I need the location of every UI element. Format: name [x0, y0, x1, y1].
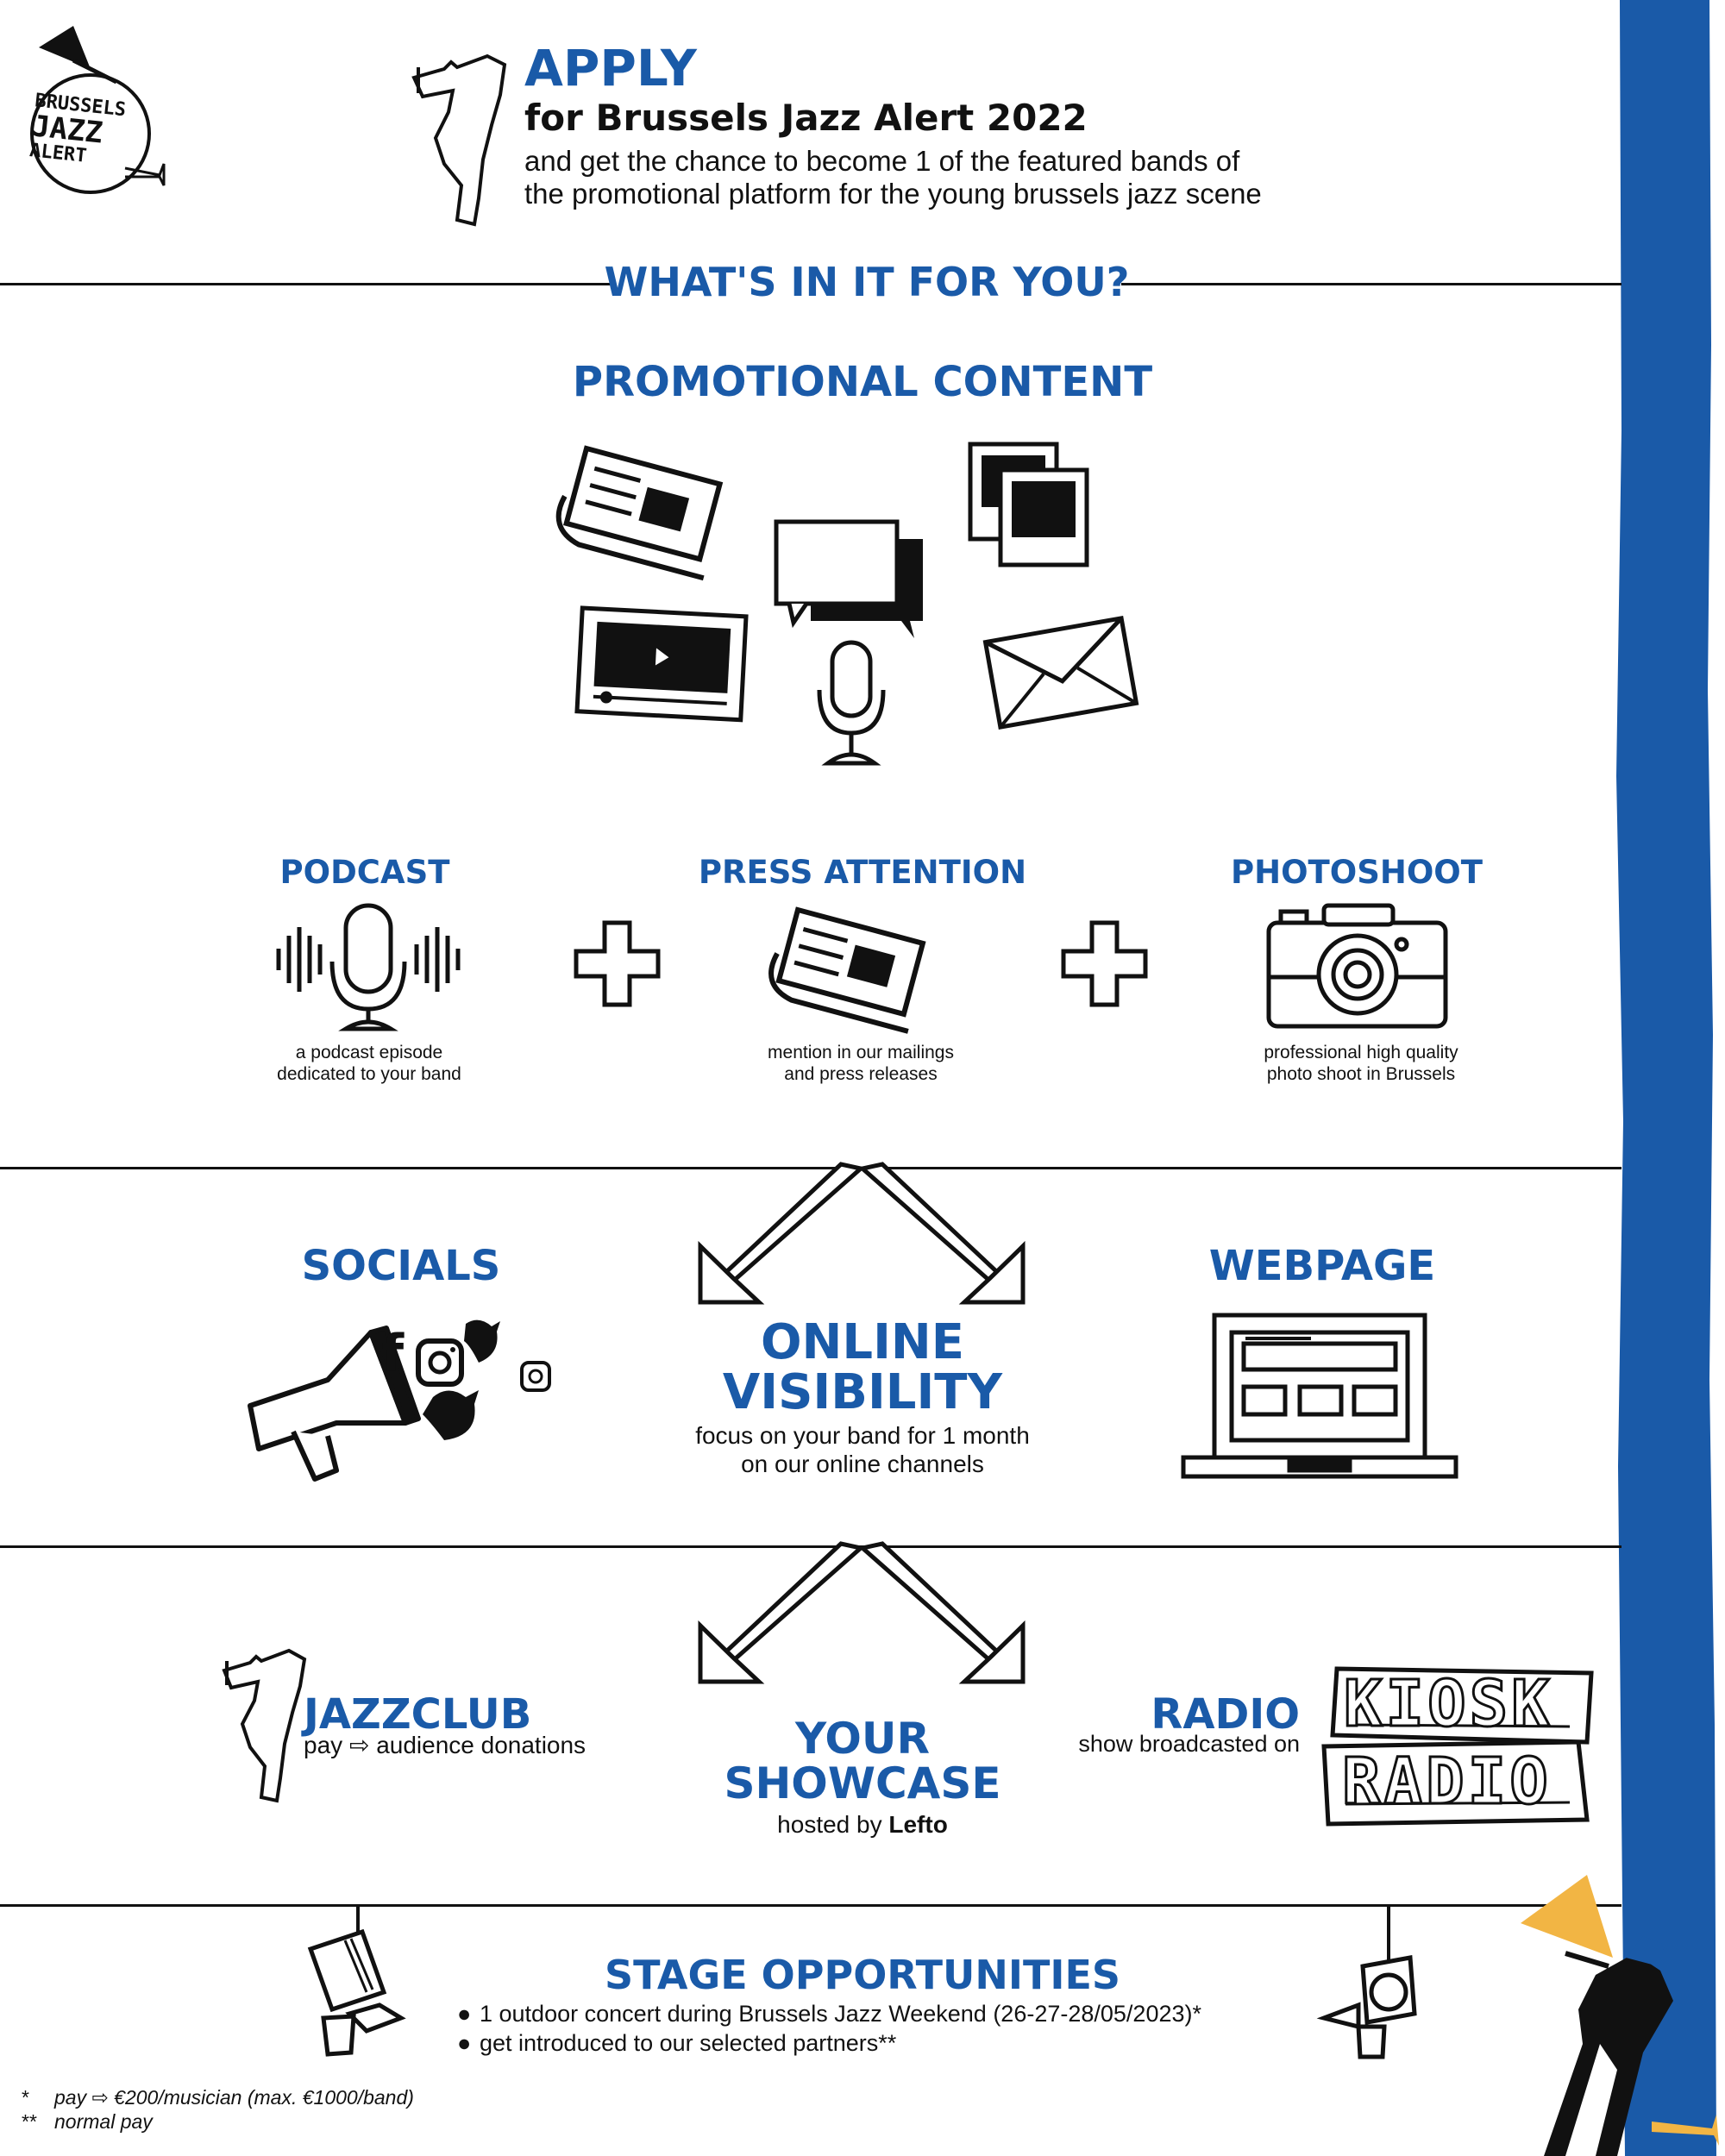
feature-desc-line: and press releases [784, 1064, 938, 1084]
feature-desc-line: a podcast episode [295, 1043, 443, 1062]
footnotes: * pay ⇨ €200/musician (max. €1000/band) *… [22, 2085, 414, 2134]
header-tagline-1: and get the chance to become 1 of the fe… [524, 145, 1240, 177]
trumpet-icon [124, 163, 166, 186]
feature-desc-podcast: a podcast episode dedicated to your band [192, 1042, 546, 1085]
instagram-icon [416, 1338, 464, 1387]
divider-line [1121, 283, 1622, 285]
header-tagline-2: the promotional platform for the young b… [524, 178, 1262, 210]
footnote-text: €200/musician (max. €1000/band) [114, 2086, 414, 2109]
jazzclub-desc-text: audience donations [376, 1732, 586, 1758]
whats-in-it-heading: WHAT'S IN IT FOR YOU? [604, 259, 1130, 305]
online-desc-line: on our online channels [741, 1451, 984, 1477]
feature-title-photoshoot: PHOTOSHOOT [1231, 854, 1483, 891]
footnote-text: normal pay [54, 2110, 153, 2133]
footnote-2: ** normal pay [22, 2109, 414, 2134]
spotlight-icon [307, 1906, 406, 2057]
kiosk-radio-logo: KIOSK RADIO [1320, 1664, 1596, 1828]
twitter-icon [423, 1390, 479, 1440]
socials-heading: SOCIALS [301, 1242, 501, 1290]
camera-icon [1266, 903, 1448, 1029]
megaphone-social-icons: f [248, 1319, 551, 1482]
showcase-title-line-2: SHOWCASE [724, 1758, 1001, 1808]
instagram-icon [520, 1361, 551, 1392]
footnote-mark: ** [22, 2110, 37, 2133]
newspaper-icon [555, 445, 724, 581]
footnote-1: * pay ⇨ €200/musician (max. €1000/band) [22, 2085, 414, 2109]
stage-heading: STAGE OPPORTUNITIES [604, 1952, 1121, 1998]
trumpeter-figure-icon [222, 1648, 307, 1803]
spotlight-icon [1316, 1906, 1417, 2059]
promotional-content-heading: PROMOTIONAL CONTENT [572, 358, 1153, 406]
radio-heading: RADIO [1151, 1690, 1300, 1739]
stage-bullet-item: ● 1 outdoor concert during Brussels Jazz … [457, 1999, 1201, 2028]
photos-icon [968, 442, 1089, 567]
feature-desc-line: dedicated to your band [277, 1064, 461, 1084]
stage-bullet-text: 1 outdoor concert during Brussels Jazz W… [480, 2001, 1201, 2027]
hosted-by-label: hosted by [777, 1811, 882, 1838]
jazzclub-heading: JAZZCLUB [304, 1690, 532, 1739]
plus-icon [1061, 920, 1148, 1007]
stage-bullet-item: ● get introduced to our selected partners… [457, 2028, 1201, 2058]
podcast-icon [276, 903, 461, 1031]
plus-icon [574, 920, 661, 1007]
trumpeter-figure-icon [411, 53, 507, 227]
newspaper-icon [768, 906, 926, 1034]
brussels-jazz-alert-logo: BRUSSELS JAZZ ALERT [22, 22, 168, 194]
megaphone-icon [248, 1326, 421, 1482]
divider-line [0, 1545, 1622, 1548]
feature-desc-press: mention in our mailings and press releas… [684, 1042, 1038, 1085]
host-name: Lefto [888, 1811, 948, 1838]
showcase-hosted: hosted by Lefto [647, 1811, 1078, 1839]
divider-line [0, 1904, 1622, 1907]
stage-bullets: ● 1 outdoor concert during Brussels Jazz … [457, 1999, 1201, 2058]
feature-desc-line: mention in our mailings [768, 1043, 954, 1062]
video-icon [574, 605, 749, 723]
arrow-right-icon: ⇨ [348, 1732, 370, 1758]
online-title-line-1: ONLINE [760, 1314, 965, 1370]
feature-title-podcast: PODCAST [279, 854, 450, 891]
microphone-icon [817, 640, 886, 766]
stage-bullet-text: get introduced to our selected partners*… [480, 2030, 897, 2056]
laptop-icon [1181, 1313, 1458, 1479]
online-desc-line: focus on your band for 1 month [695, 1422, 1030, 1449]
feature-desc-photoshoot: professional high quality photo shoot in… [1184, 1042, 1538, 1085]
online-visibility-desc: focus on your band for 1 month on our on… [604, 1421, 1121, 1478]
online-visibility-heading: ONLINE VISIBILITY [647, 1318, 1078, 1418]
kiosk-text: KIOSK [1343, 1667, 1553, 1741]
bullet-icon: ● [457, 2030, 472, 2056]
header-title: APPLY [524, 39, 697, 97]
feature-desc-line: professional high quality [1264, 1043, 1458, 1062]
footnote-pay-label: pay [54, 2086, 87, 2109]
header-subtitle: for Brussels Jazz Alert 2022 [524, 97, 1088, 139]
jazzclub-desc: pay ⇨ audience donations [304, 1731, 586, 1759]
divider-line [0, 1167, 1622, 1169]
blue-stripe-decoration [1616, 0, 1716, 2156]
chat-icon [774, 519, 923, 638]
webpage-heading: WEBPAGE [1208, 1242, 1436, 1290]
footnote-mark: * [22, 2086, 29, 2109]
split-arrows-icon [698, 1162, 1026, 1305]
envelope-icon [982, 615, 1139, 730]
jazzclub-pay-label: pay [304, 1732, 343, 1758]
radio-desc: show broadcasted on [1078, 1731, 1300, 1757]
musician-illustration-icon [1521, 1875, 1719, 2156]
promo-icon-cluster [555, 442, 1139, 766]
facebook-icon: f [381, 1324, 405, 1384]
radio-text: RADIO [1341, 1745, 1552, 1819]
feature-desc-line: photo shoot in Brussels [1266, 1064, 1456, 1084]
online-title-line-2: VISIBILITY [722, 1364, 1003, 1420]
showcase-heading: YOUR SHOWCASE [647, 1716, 1078, 1806]
showcase-title-line-1: YOUR [794, 1714, 931, 1764]
arrow-right-icon: ⇨ [91, 2086, 109, 2109]
bullet-icon: ● [457, 2001, 472, 2027]
twitter-icon [464, 1319, 500, 1363]
divider-line [0, 283, 612, 285]
split-arrows-icon [698, 1541, 1026, 1684]
feature-title-press: PRESS ATTENTION [698, 854, 1027, 891]
